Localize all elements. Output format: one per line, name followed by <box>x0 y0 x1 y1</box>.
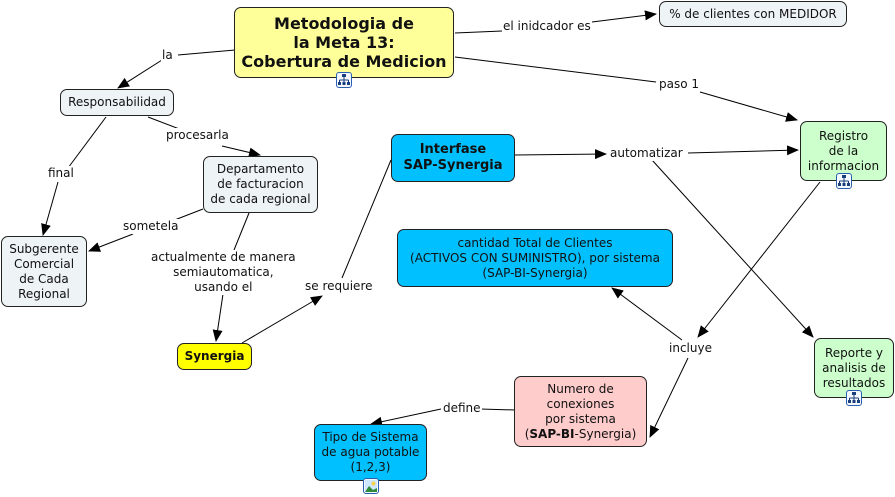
concept-map-icon[interactable] <box>336 72 352 88</box>
node-main-metodologia[interactable]: Metodologia de la Meta 13: Cobertura de … <box>234 7 454 78</box>
link-label-incluye: incluye <box>668 341 713 356</box>
link-label-final: final <box>47 166 75 181</box>
numero-rest: -Synergia) <box>574 426 637 441</box>
node-departamento[interactable]: Departamento de facturacion de cada regi… <box>203 156 318 213</box>
link-label-actualmente: actualmente de manera semiautomatica, us… <box>150 250 297 295</box>
node-cantidad-clientes[interactable]: cantidad Total de Clientes (ACTIVOS CON … <box>397 229 673 287</box>
link-label-automatizar: automatizar <box>609 146 684 161</box>
link-main-la <box>177 49 236 56</box>
link-main-indicador <box>454 30 503 34</box>
link-main-paso1 <box>454 56 657 83</box>
link-define-tipo <box>370 408 442 427</box>
node-responsabilidad[interactable]: Responsabilidad <box>60 89 174 116</box>
link-serequiere-interfase <box>341 159 392 279</box>
link-numero-define <box>479 408 516 411</box>
numero-paren: ( <box>524 426 530 441</box>
numero-text: Numero de conexiones por sistema <box>545 381 616 426</box>
node-interfase[interactable]: Interfase SAP-Synergia <box>391 134 515 182</box>
link-automatizar-reporte <box>651 159 814 338</box>
concept-map-icon[interactable] <box>846 390 862 406</box>
link-label-se-requiere: se requiere <box>304 279 374 294</box>
link-label-paso1: paso 1 <box>658 77 701 92</box>
link-synergia-serequiere <box>241 295 323 344</box>
link-depto-actualmente <box>233 212 250 251</box>
numero-bold: SAP-BI <box>529 426 575 441</box>
link-la-responsabilidad <box>117 59 163 89</box>
link-label-indicador: el inidcador es <box>502 19 592 34</box>
link-resp-procesarla <box>147 116 183 131</box>
link-incluye-numero <box>649 357 689 438</box>
link-paso1-registro <box>699 91 798 122</box>
link-label-procesarla: procesarla <box>165 128 230 143</box>
image-icon[interactable] <box>363 478 379 494</box>
node-tipo-sistema[interactable]: Tipo de Sistema de agua potable (1,2,3) <box>314 424 427 481</box>
link-sometela-subgerente <box>88 233 134 252</box>
node-numero-conexiones[interactable]: Numero de conexiones por sistema (SAP-BI… <box>514 376 647 447</box>
link-automatizar-registro <box>687 145 799 156</box>
concept-map-icon[interactable] <box>836 173 852 189</box>
node-synergia[interactable]: Synergia <box>177 343 252 370</box>
link-resp-final <box>67 116 107 169</box>
link-incluye-cantidad <box>611 287 683 341</box>
link-final-subgerente <box>41 181 59 236</box>
link-indicador-medidor <box>591 10 657 23</box>
node-reporte[interactable]: Reporte y analisis de resultados <box>814 338 894 398</box>
link-actualmente-synergia <box>212 293 224 342</box>
link-label-sometela: sometela <box>122 219 180 234</box>
numero-source: (SAP-BI-Synergia) <box>525 427 637 442</box>
link-registro-incluye <box>697 181 821 338</box>
link-procesarla-depto <box>221 145 261 158</box>
node-subgerente[interactable]: Subgerente Comercial de Cada Regional <box>1 236 87 307</box>
node-medidor[interactable]: % de clientes con MEDIDOR <box>659 1 847 27</box>
node-registro[interactable]: Registro de la informacion <box>800 121 887 181</box>
link-label-define: define <box>442 401 482 416</box>
link-label-la: la <box>161 48 174 63</box>
link-interfase-automatizar <box>514 149 607 160</box>
